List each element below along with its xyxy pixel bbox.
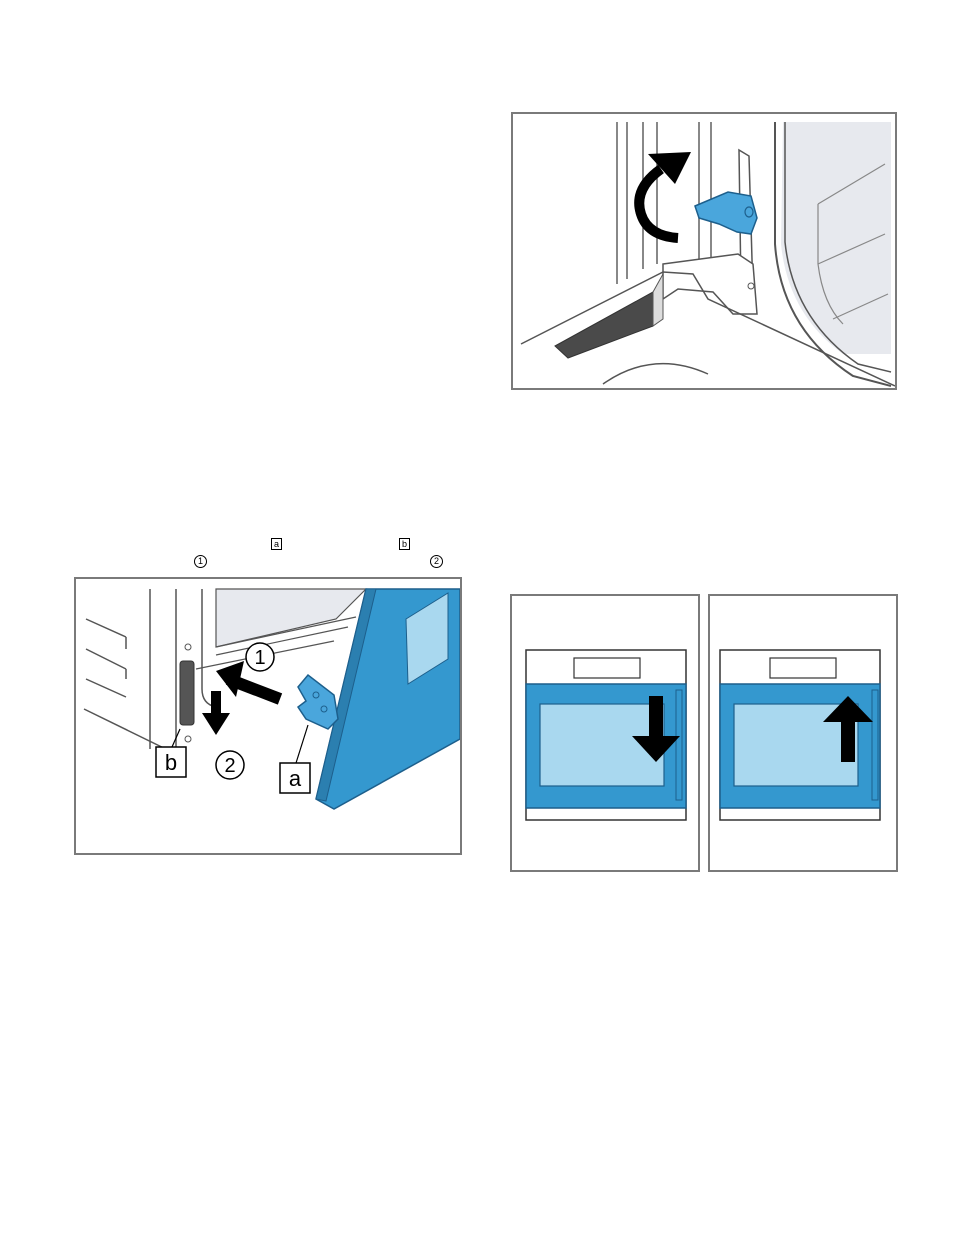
- ref-marker-a: a: [271, 538, 283, 551]
- oven-front-up-illustration: [719, 649, 881, 821]
- svg-text:b: b: [165, 750, 177, 775]
- hook-hinge-illustration: 1 2 b a: [83, 588, 460, 810]
- arrow-step2-icon: [202, 691, 230, 735]
- rotate-arrow-icon: [634, 152, 691, 243]
- label-b: b: [155, 728, 187, 778]
- hinge-lever: [694, 191, 758, 235]
- ref-marker-step2: 2: [430, 555, 443, 568]
- figure-hinge-lever: [511, 112, 897, 390]
- label-a: a: [279, 724, 311, 794]
- ref-circle-2: 2: [430, 555, 443, 568]
- figure-oven-panel-down: [510, 594, 700, 872]
- oven-door: [315, 588, 460, 810]
- callout-step2: 2: [215, 750, 245, 780]
- svg-text:a: a: [289, 766, 302, 791]
- figure-hook-hinge: 1 2 b a: [74, 577, 462, 855]
- svg-text:2: 2: [224, 755, 235, 777]
- callout-step1: 1: [245, 642, 275, 672]
- ref-marker-step1: 1: [194, 555, 207, 568]
- ref-box-a: a: [271, 538, 283, 550]
- ref-marker-b: b: [399, 538, 411, 551]
- ref-circle-1: 1: [194, 555, 207, 568]
- svg-text:1: 1: [254, 647, 265, 669]
- door-hinge: [296, 673, 339, 730]
- arrow-step1-icon: [216, 661, 283, 705]
- figure-oven-panel-up: [708, 594, 898, 872]
- arrow-down-icon: [632, 696, 680, 762]
- ref-box-b: b: [399, 538, 411, 550]
- oven-front-down-illustration: [525, 649, 687, 821]
- arrow-up-icon: [823, 696, 873, 762]
- hinge-lever-illustration: [520, 122, 895, 387]
